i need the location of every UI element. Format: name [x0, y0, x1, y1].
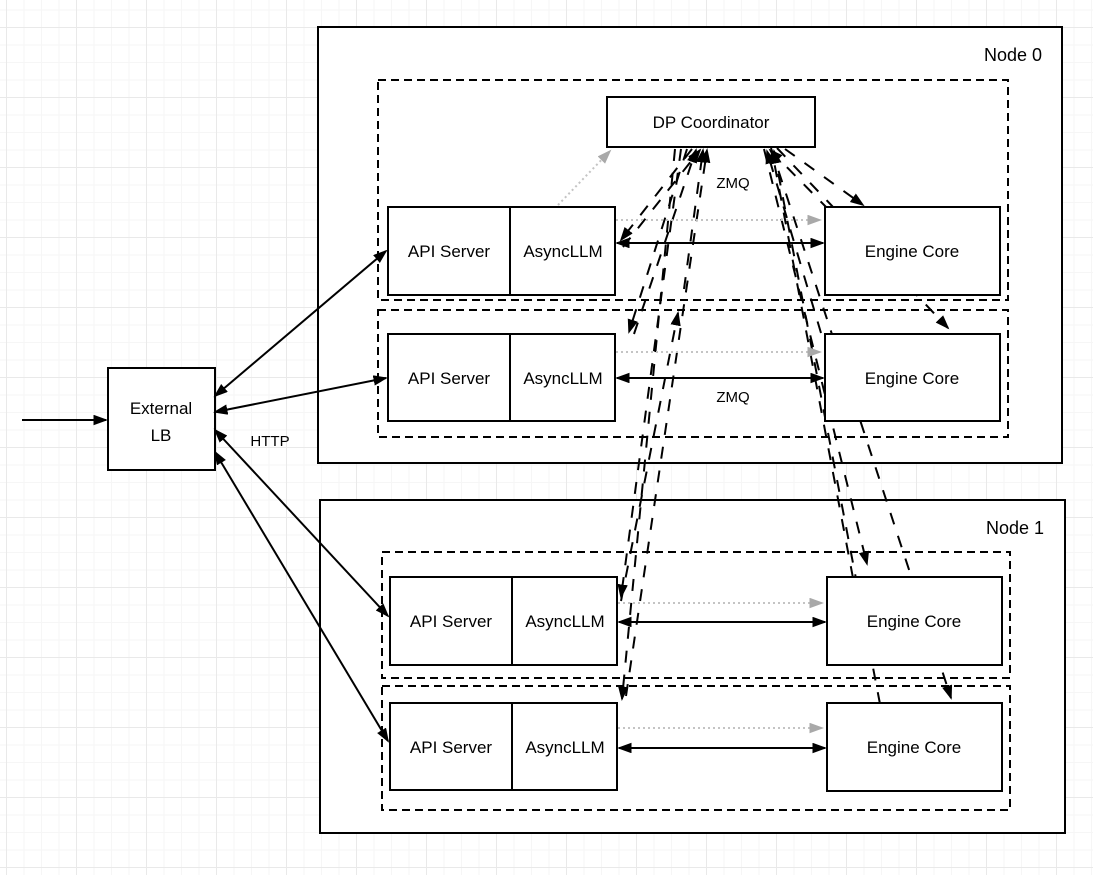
engine-core-box-n0r2: [824, 333, 1001, 422]
api-asyncllm-n0r1: [387, 206, 616, 296]
zmq-label-row: ZMQ: [716, 389, 749, 406]
engine-core-box-n0r1: [824, 206, 1001, 296]
edge-lb-api-n0r1: [215, 251, 386, 396]
engine-core-label-n0r2: Engine Core: [865, 369, 960, 388]
api-asyncllm-box: [389, 702, 618, 791]
edge-lb-api-n1r2: [215, 452, 388, 741]
external-lb-label-line1: External: [130, 399, 192, 418]
engine-core-label-n1r1: Engine Core: [867, 612, 962, 631]
node1-row2-group: [381, 685, 1011, 811]
engine-core-label-n0r1: Engine Core: [865, 242, 960, 261]
edge-coord-to-asyncllm-n1r2: [622, 148, 676, 699]
labels: Node 0 Node 1 DP Coordinator External LB…: [130, 45, 1044, 757]
api-asyncllm-n0r2: [387, 333, 616, 422]
api-server-label-n0r1: API Server: [408, 242, 491, 261]
edge-engine-n0r2-to-coord: [767, 151, 822, 334]
dotted-edges: [557, 151, 822, 728]
api-asyncllm-n1r1: [389, 576, 618, 666]
asyncllm-label-n1r1: AsyncLLM: [525, 612, 604, 631]
api-asyncllm-box: [387, 333, 616, 422]
edge-coord-to-asyncllm-n0r1: [621, 148, 693, 240]
edge-engine-n1r1-to-coord: [772, 151, 854, 579]
edge-lb-api-n0r2: [215, 378, 386, 412]
api-asyncllm-box: [387, 206, 616, 296]
asyncllm-label-n0r2: AsyncLLM: [523, 369, 602, 388]
api-asyncllm-n1r2: [389, 702, 618, 791]
engine-core-box-n1r2: [826, 702, 1003, 792]
dp-coordinator-label: DP Coordinator: [653, 113, 770, 132]
engine-core-box-n1r1: [826, 576, 1003, 666]
api-server-label-n0r2: API Server: [408, 369, 491, 388]
edge-coord-to-engine-n0r1: [784, 148, 863, 205]
node1-label: Node 1: [986, 518, 1044, 538]
solid-edges: [22, 243, 825, 748]
api-asyncllm-box: [389, 576, 618, 666]
edge-asyncllm-n0r1-to-coord: [622, 150, 700, 248]
external-lb-box: [107, 367, 216, 471]
node0-label: Node 0: [984, 45, 1042, 65]
engine-core-label-n1r2: Engine Core: [867, 738, 962, 757]
external-lb-label-line2: LB: [151, 426, 172, 445]
zmq-label-coordinator: ZMQ: [716, 175, 749, 192]
node0-row1-group: [377, 79, 1009, 301]
http-label: HTTP: [250, 433, 289, 450]
asyncllm-label-n1r2: AsyncLLM: [525, 738, 604, 757]
asyncllm-label-n0r1: AsyncLLM: [523, 242, 602, 261]
dp-coordinator-box: [606, 96, 816, 148]
edge-asyncllm-n1r1-up: [620, 313, 678, 602]
api-server-label-n1r2: API Server: [410, 738, 493, 757]
api-server-label-n1r1: API Server: [410, 612, 493, 631]
